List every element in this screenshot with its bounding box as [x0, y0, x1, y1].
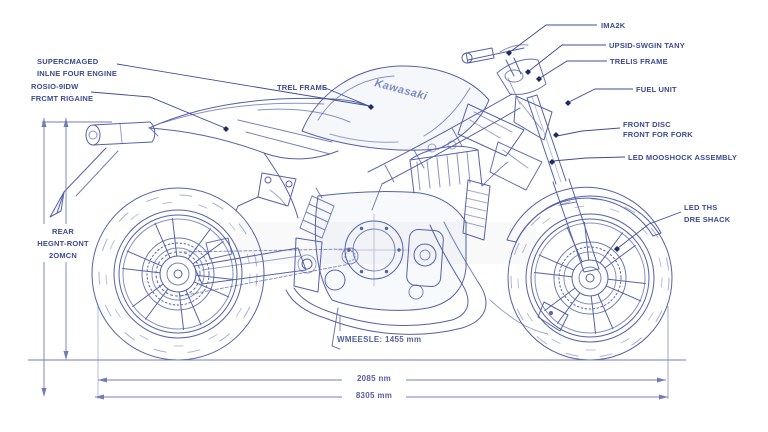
label-rosio-front: ROSIO-9IDW FRCMT RIGAINE — [31, 82, 94, 103]
dimension-overall-1: 2085 nm — [334, 374, 414, 383]
label-upside-swgin: UPSID-SWGIN TANY — [609, 41, 685, 50]
front-fork — [526, 94, 600, 273]
label-supercharged-engine: SUPERCMAGED INLNE FOUR ENGINE — [37, 57, 118, 78]
rear-fender-stalk — [49, 147, 119, 218]
frame-trellis — [367, 77, 521, 211]
footpeg-bracket — [235, 172, 297, 212]
dimension-wheelbase: WMEESLE: 1455 mm — [337, 335, 422, 344]
left-grip — [465, 47, 495, 64]
tail-section — [148, 97, 373, 219]
cylinder-block — [409, 149, 483, 194]
radiator — [462, 161, 509, 241]
rear-shock — [299, 187, 335, 239]
rear-wheel — [91, 187, 265, 361]
dimension-lines — [28, 118, 686, 399]
gauge-cluster — [504, 69, 524, 83]
dimension-arrows — [41, 118, 668, 400]
label-trel-frame: TREL FRAME — [277, 83, 328, 92]
swingarm — [193, 237, 323, 293]
label-led-shock: LED THS DRE SHACK — [684, 203, 731, 224]
label-fuel-unit: FUEL UNIT — [636, 85, 677, 94]
headlight — [513, 95, 553, 141]
fuel-tank — [301, 65, 490, 151]
label-rear-height: REAR HEGNT-RONT 2OMCN — [37, 227, 89, 260]
label-front-disc-fork: FRONT DISC FRONT FOR FORK — [623, 120, 693, 139]
front-wheel — [507, 195, 673, 361]
rear-brake-caliper — [205, 237, 233, 260]
label-mooshock-assembly: LED MOOSHOCK ASSEMBLY — [628, 153, 738, 162]
dimension-overall-2: 8305 mm — [334, 391, 414, 400]
front-fender — [506, 186, 662, 243]
callout-lines — [90, 24, 682, 249]
kickstand — [331, 307, 341, 350]
subframe — [237, 119, 333, 155]
muffler — [85, 121, 156, 146]
callout-markers — [223, 50, 620, 252]
front-fairing — [457, 58, 553, 191]
chain — [180, 247, 359, 297]
exhaust — [285, 221, 549, 335]
label-imark: IMA2K — [601, 21, 626, 30]
engine — [314, 140, 483, 311]
front-brake-caliper — [537, 301, 569, 332]
label-trelis-frame: TRELIS FRAME — [610, 57, 668, 66]
handlebar — [461, 44, 529, 83]
